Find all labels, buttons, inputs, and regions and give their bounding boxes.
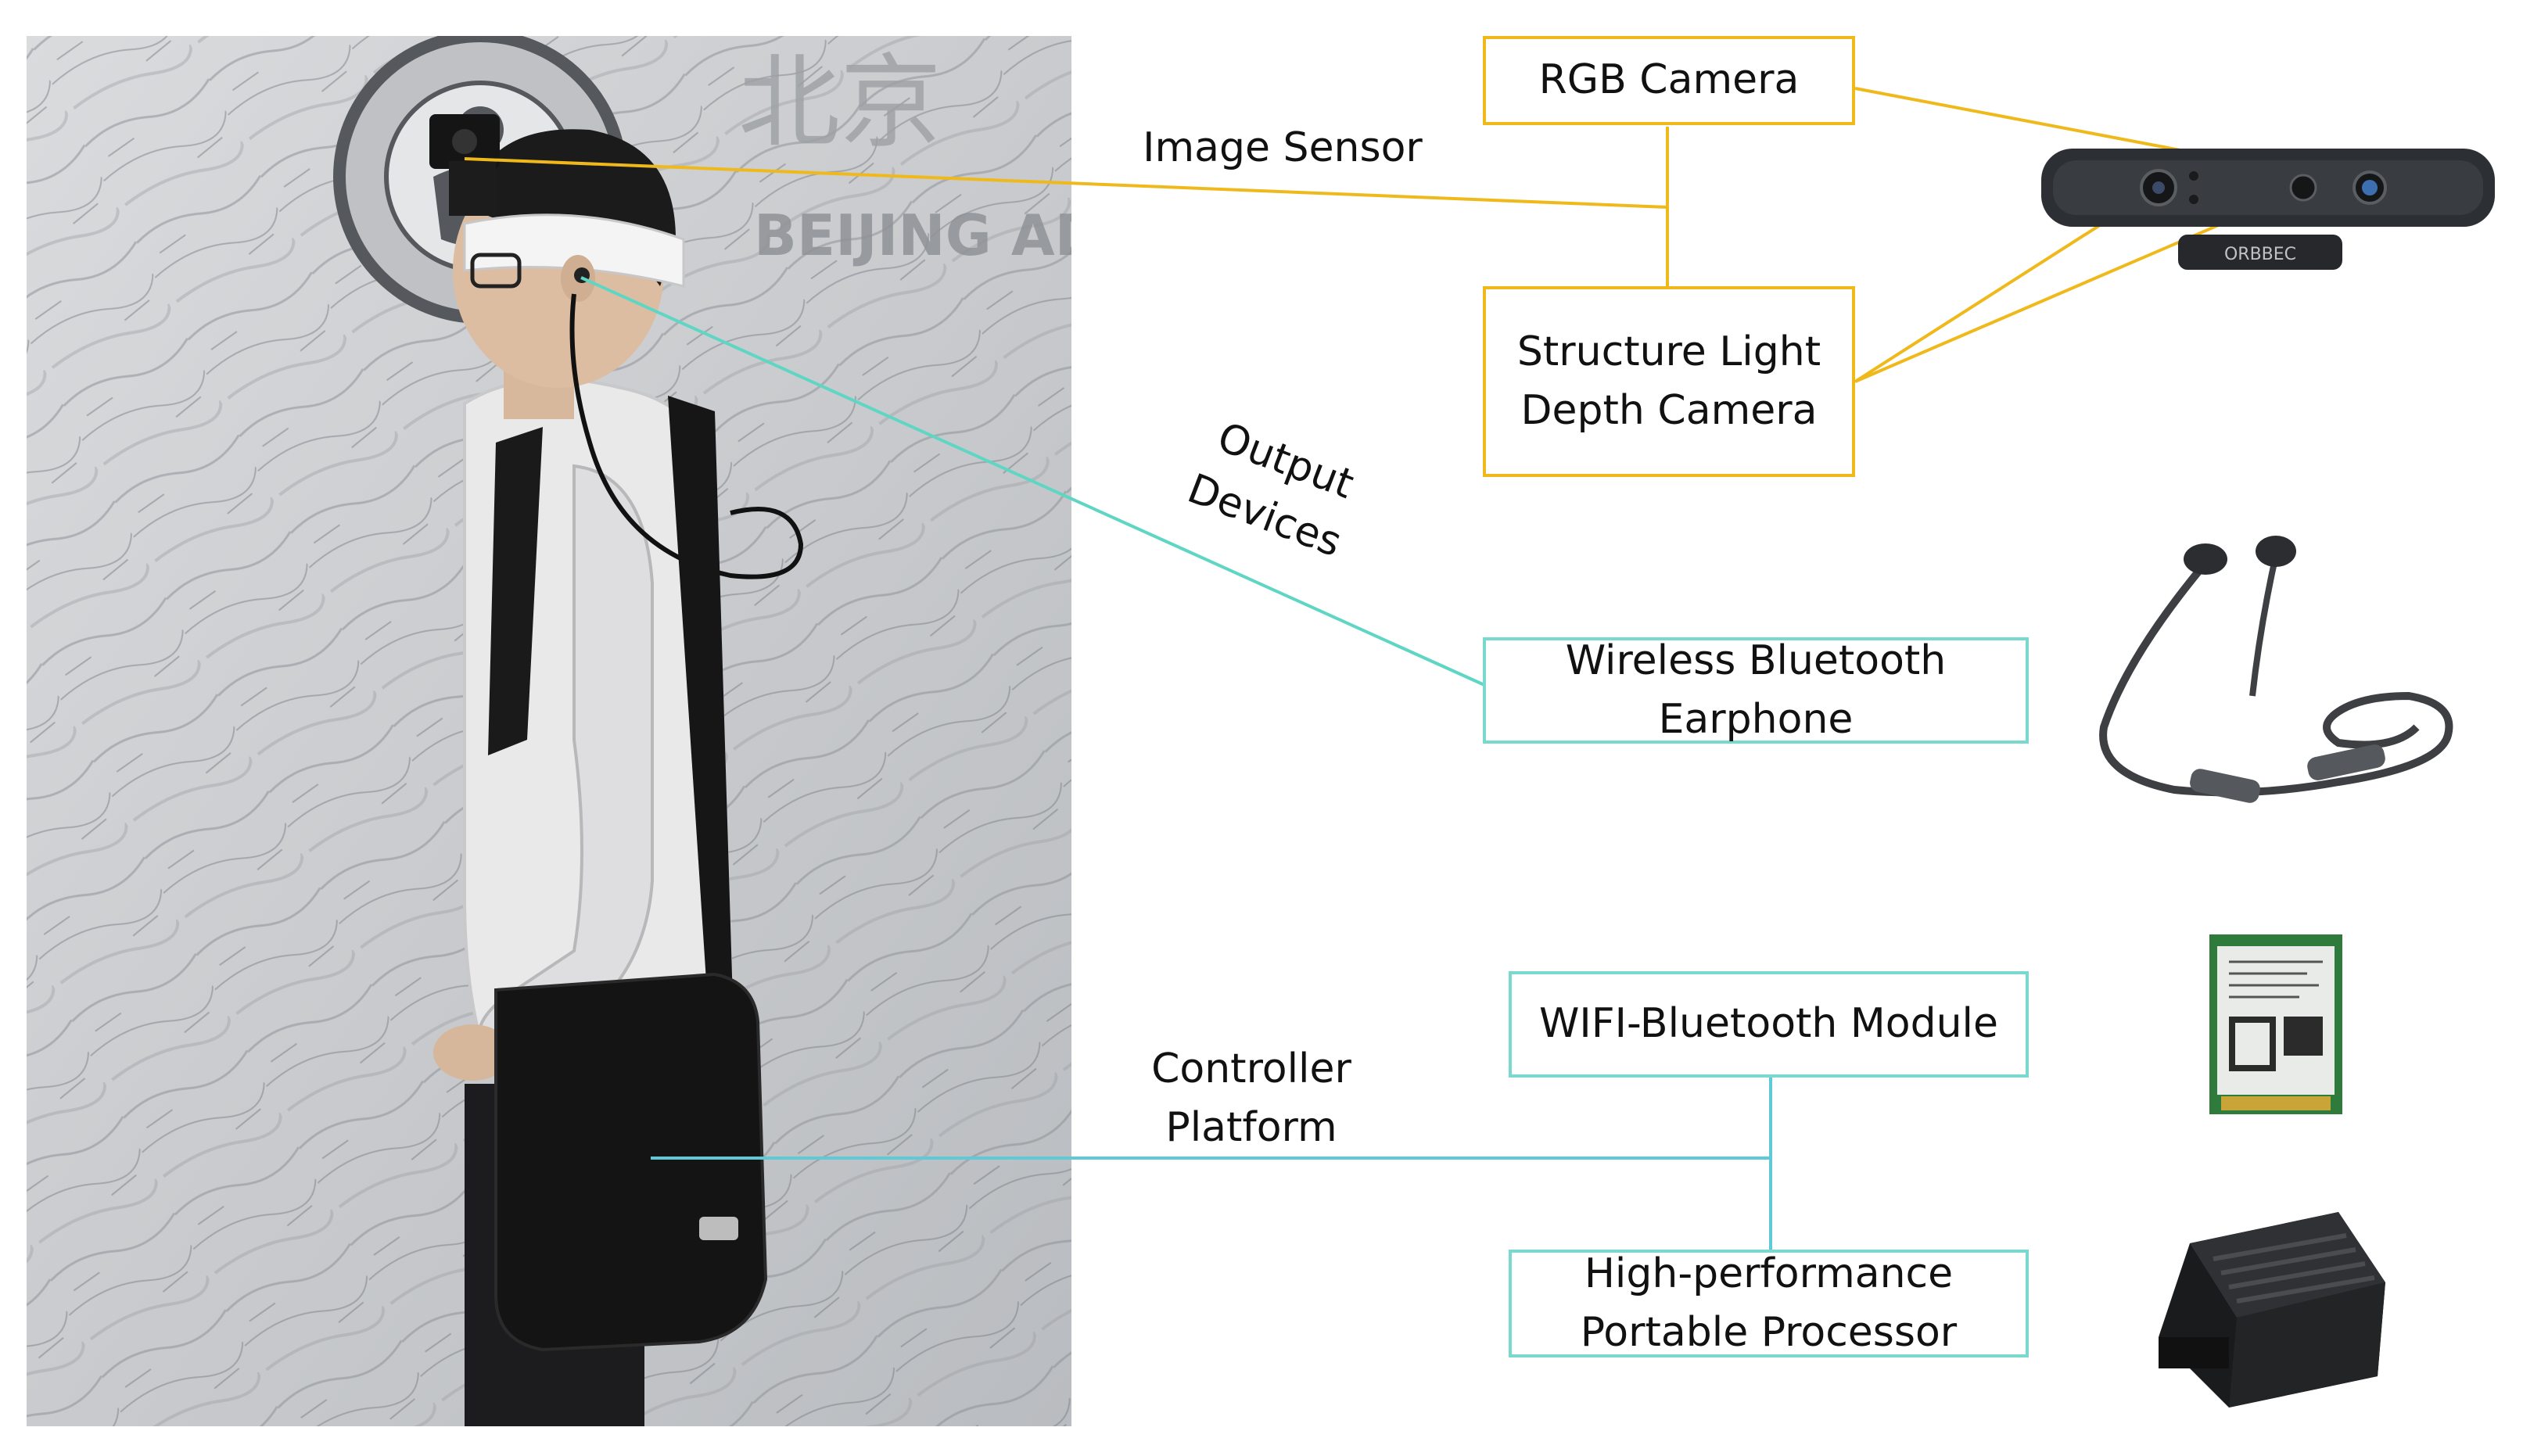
depth-camera-label: Structure Light Depth Camera <box>1516 328 1821 434</box>
earphone-box: Wireless Bluetooth Earphone <box>1483 637 2029 744</box>
wall-chinese-text: 北京 <box>738 43 942 162</box>
output-devices-lines <box>580 276 1485 687</box>
wall-logo-text: BEIJING AD <box>754 203 1071 268</box>
controller-lines <box>651 1078 1772 1250</box>
earphone-device <box>2099 536 2453 803</box>
rgb-camera-label: RGB Camera <box>1538 56 1800 104</box>
depth-camera-device: ORBBEC <box>2041 149 2495 270</box>
user-photo: 北京 BEIJING AD <box>27 36 1071 1426</box>
rgb-camera-box: RGB Camera <box>1483 36 1855 125</box>
controller-platform-label: Controller Platform <box>1151 1045 1351 1152</box>
earphone-label: Wireless Bluetooth Earphone <box>1565 637 1947 743</box>
depth-camera-box: Structure Light Depth Camera <box>1483 286 1855 477</box>
camera-brand-text: ORBBEC <box>2224 245 2296 264</box>
wifi-bluetooth-label: WIFI-Bluetooth Module <box>1539 1000 1998 1048</box>
processor-device <box>2159 1212 2385 1408</box>
wifi-bluetooth-box: WIFI-Bluetooth Module <box>1509 971 2029 1078</box>
person <box>429 114 804 1426</box>
wifi-module-device <box>2209 934 2342 1114</box>
processor-label: High-performance Portable Processor <box>1580 1250 1958 1356</box>
processor-box: High-performance Portable Processor <box>1509 1250 2029 1357</box>
image-sensor-label: Image Sensor <box>1143 124 1423 171</box>
